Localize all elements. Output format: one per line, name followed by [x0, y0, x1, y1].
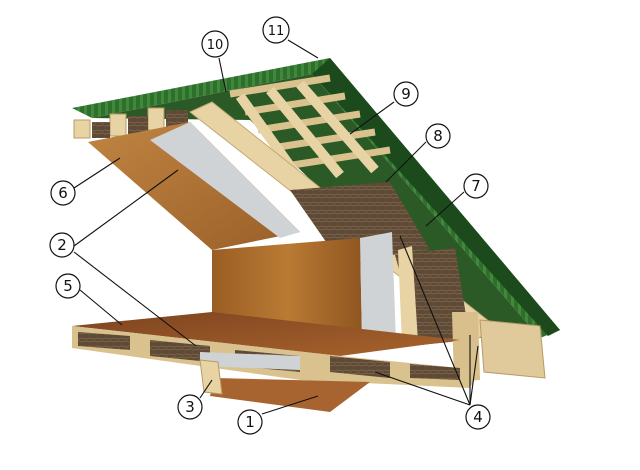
callout-4: 4: [465, 404, 491, 430]
svg-text:1: 1: [245, 413, 255, 431]
ceiling-wood-panel: [88, 122, 300, 250]
knee-wall-membrane: [360, 232, 396, 342]
svg-text:10: 10: [207, 38, 224, 53]
battens: [229, 74, 391, 170]
callout-7: 7: [463, 173, 489, 199]
floor-wood-surface: [72, 312, 460, 356]
svg-text:11: 11: [268, 24, 285, 39]
svg-text:6: 6: [58, 184, 68, 202]
knee-wall-panel: [212, 238, 362, 340]
rafter-ends: [73, 107, 188, 139]
callout-1: 1: [237, 409, 263, 435]
svg-text:4: 4: [473, 408, 483, 426]
svg-text:3: 3: [185, 398, 195, 416]
svg-text:8: 8: [433, 127, 443, 145]
floor-joist: [199, 359, 223, 395]
svg-text:7: 7: [471, 177, 481, 195]
callout-6: 6: [50, 180, 76, 206]
eave-boards: [479, 319, 546, 379]
vapour-barrier-floor: [200, 352, 300, 370]
roofing-edge: [312, 58, 560, 336]
svg-text:2: 2: [57, 236, 67, 254]
callout-9: 9: [393, 81, 419, 107]
callout-2: 2: [49, 232, 75, 258]
roof-insulation: [290, 182, 430, 262]
svg-text:5: 5: [63, 277, 73, 295]
callout-10: 10: [201, 30, 229, 58]
callout-5: 5: [55, 273, 81, 299]
callout-3: 3: [177, 394, 203, 420]
ceiling-boards-below: [210, 378, 370, 412]
leader-lines: [73, 39, 479, 415]
callout-8: 8: [425, 123, 451, 149]
callout-11: 11: [262, 16, 290, 44]
end-post: [452, 312, 480, 382]
knee-wall-post: [398, 246, 418, 344]
svg-text:9: 9: [401, 85, 411, 103]
vapour-barrier-ceiling: [150, 122, 300, 238]
